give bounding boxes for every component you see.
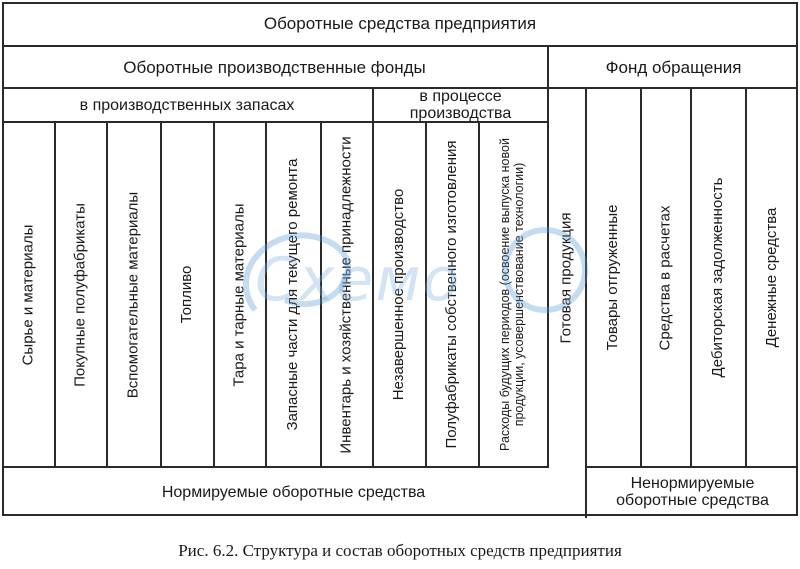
stocks-subheader: в производственных запасах xyxy=(79,96,295,114)
column-divider xyxy=(54,121,56,466)
production-funds-header: Оборотные производственные фонды xyxy=(123,57,426,77)
column-divider xyxy=(213,121,215,466)
normalized-assets-label: Нормируемые оборотные средства xyxy=(161,483,426,501)
column-divider xyxy=(320,121,322,466)
process-subheader: в процессе производства xyxy=(409,88,512,122)
column-divider xyxy=(106,121,108,466)
column-label: Денежные средства xyxy=(762,207,780,348)
column-label: Покупные полуфабрикаты xyxy=(71,202,88,387)
column-label: Готовая продукция xyxy=(557,212,574,343)
divider-bottom-left xyxy=(2,466,547,468)
column-label: Топливо xyxy=(177,265,195,324)
column-divider xyxy=(478,121,480,466)
column-label: Средства в расчетах xyxy=(656,205,673,350)
circulation-fund-header: Фонд обращения xyxy=(605,57,742,77)
diagram-title: Оборотные средства предприятия xyxy=(263,14,537,33)
column-divider xyxy=(425,121,427,466)
figure-caption: Рис. 6.2. Структура и состав оборотных с… xyxy=(178,541,622,560)
column-divider xyxy=(265,121,267,466)
non-normalized-assets-label: Ненормируемые оборотные средства xyxy=(616,475,769,509)
divider-funds xyxy=(2,87,798,89)
column-divider xyxy=(160,121,162,466)
column-label: Расходы будущих периодов (освоение выпус… xyxy=(498,138,526,451)
watermark-text: Схемо xyxy=(255,245,462,315)
divider-stocks-process xyxy=(372,87,374,468)
column-divider xyxy=(640,87,642,468)
divider-funds-vertical xyxy=(547,45,549,468)
column-label: Сырье и материалы xyxy=(19,224,36,365)
column-label: Вспомогательные материалы xyxy=(124,191,141,398)
column-label: Дебиторская задолженность xyxy=(708,177,726,378)
column-divider xyxy=(745,87,747,468)
divider-subgroups xyxy=(2,121,547,123)
divider-ready-goods xyxy=(585,87,587,518)
column-divider xyxy=(690,87,692,468)
divider-title xyxy=(2,45,798,47)
column-label: Товары отгруженные xyxy=(603,204,621,351)
